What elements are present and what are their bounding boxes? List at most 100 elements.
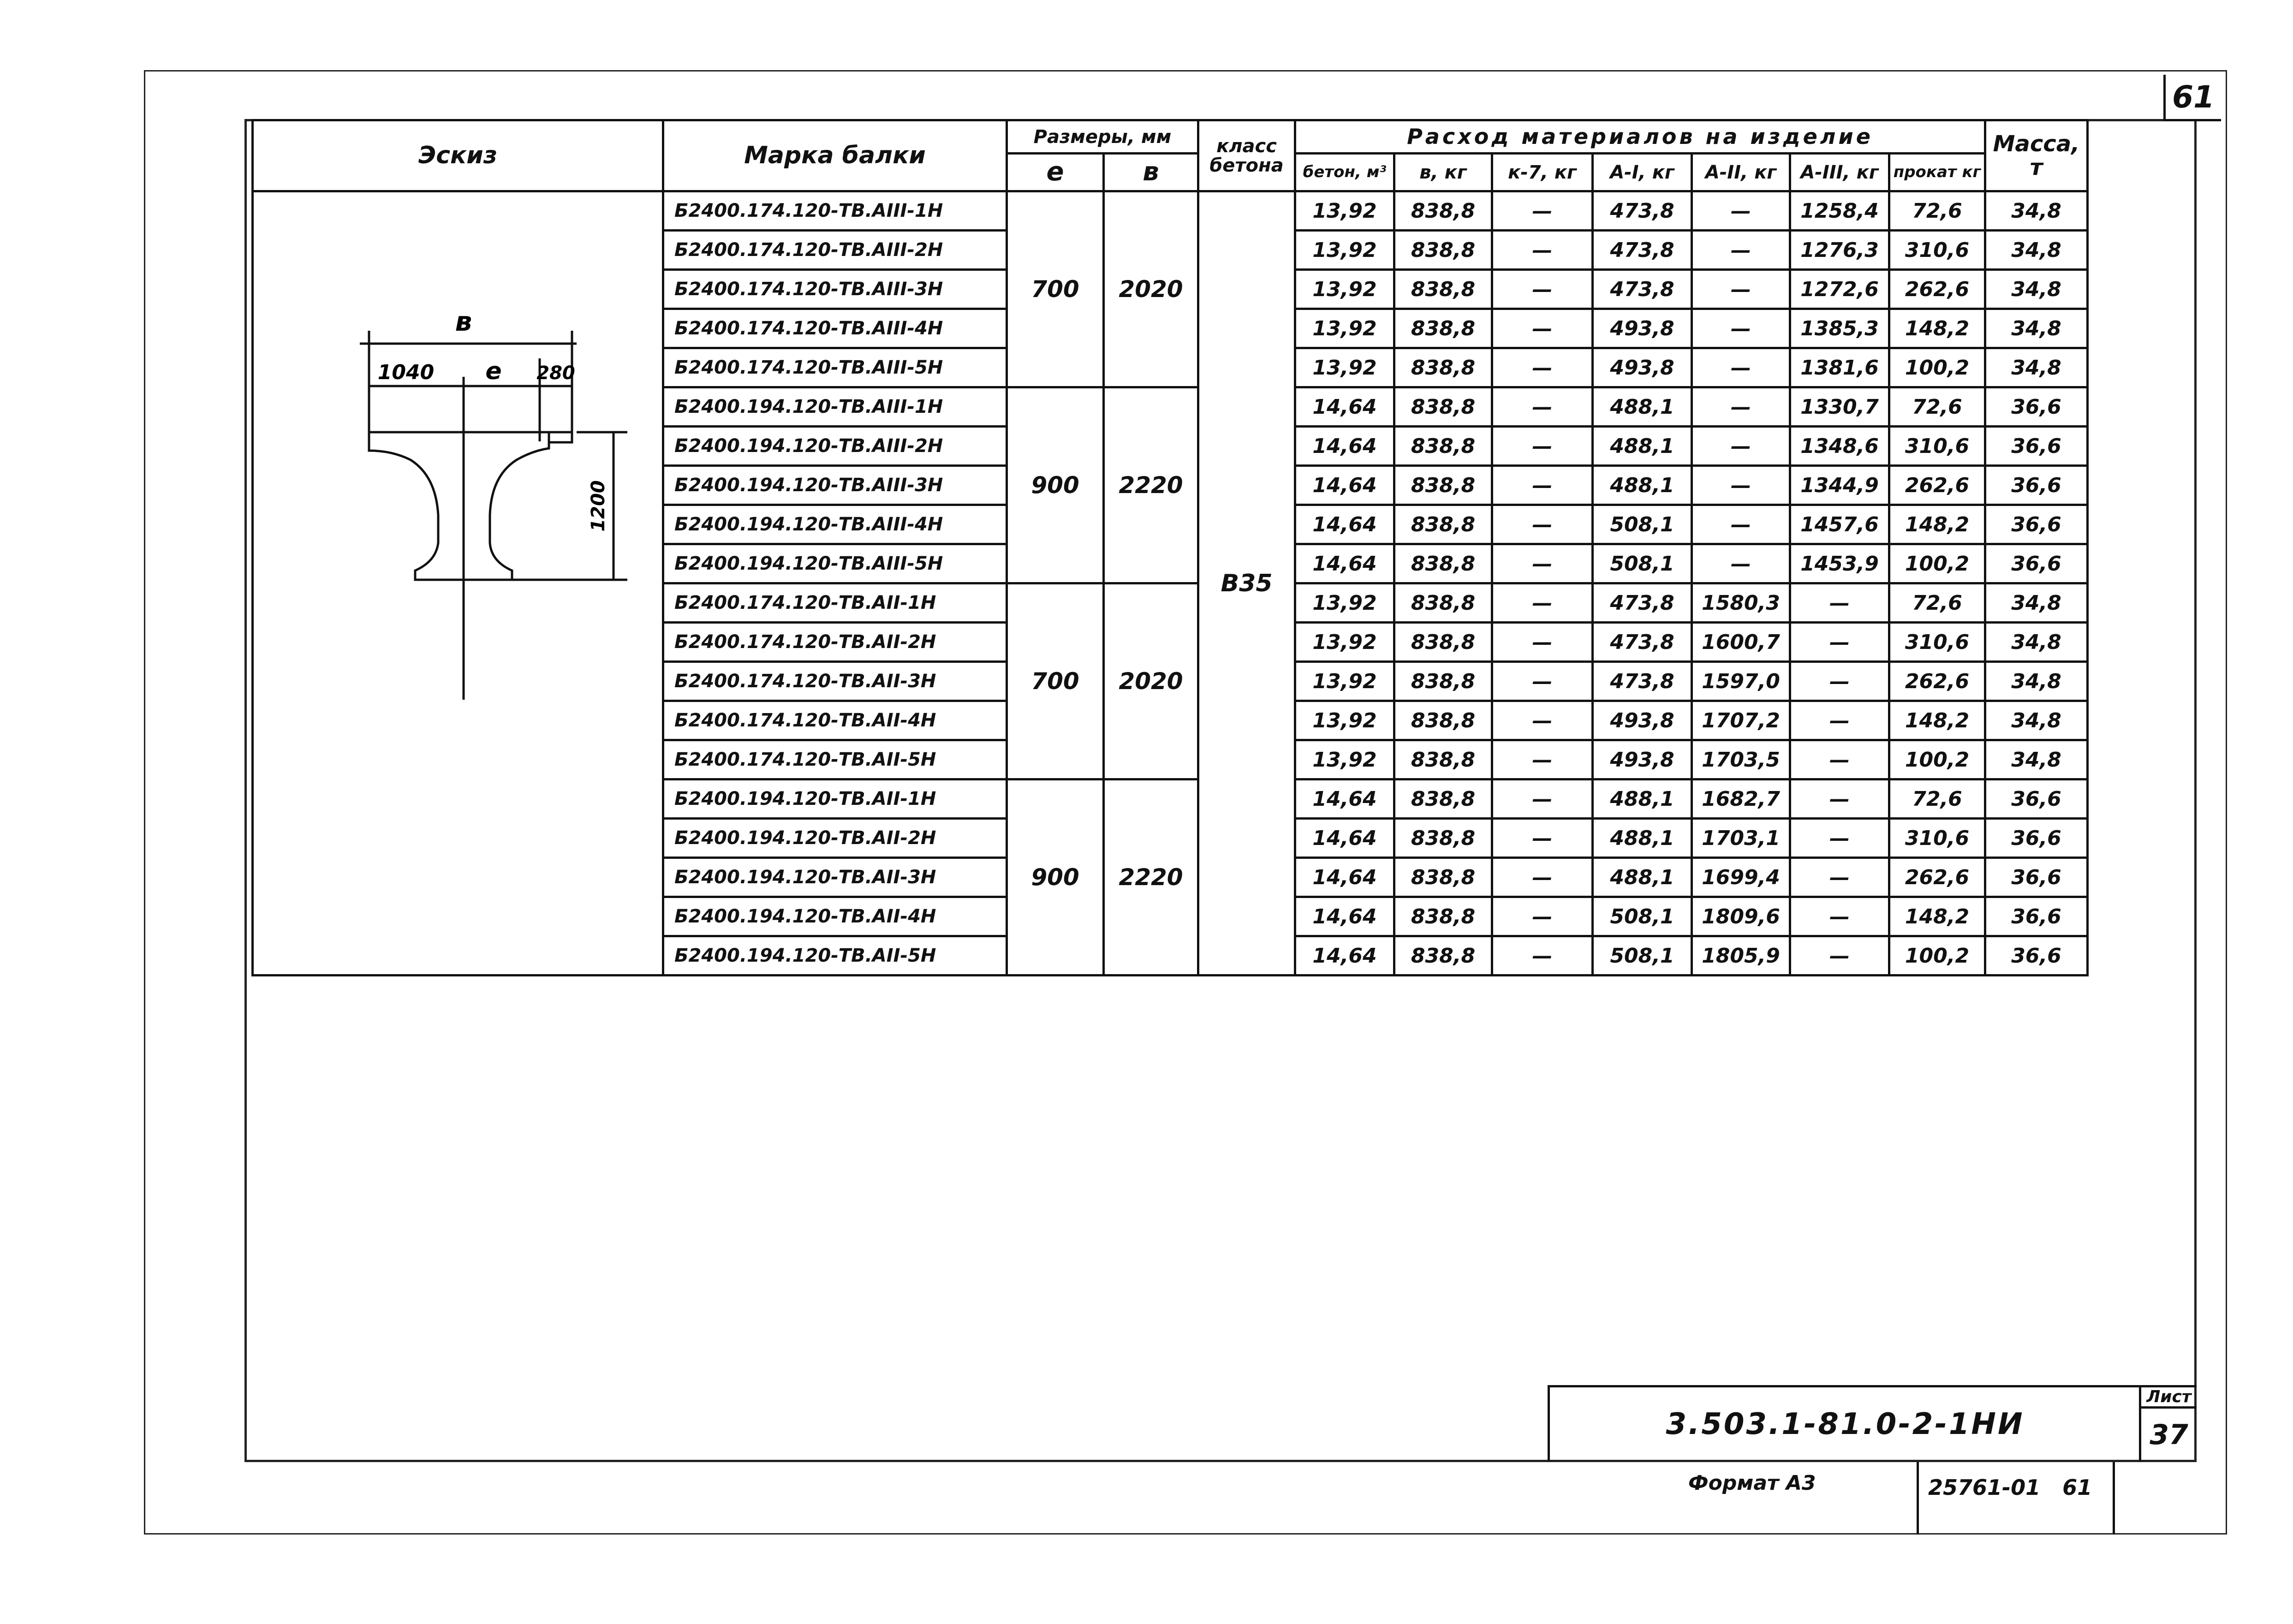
header-consumption: Расход материалов на изделие xyxy=(1294,119,1986,155)
header-b-kg: в, кг xyxy=(1393,152,1493,192)
cell-a1: 493,8 xyxy=(1591,700,1693,741)
cell-a1: 473,8 xyxy=(1591,660,1693,702)
sketch-label-b: в xyxy=(455,306,472,337)
cell-k7: — xyxy=(1491,425,1594,467)
header-concrete-class-1: класс xyxy=(1216,135,1277,157)
cell-rolled: 262,6 xyxy=(1888,857,1986,898)
concrete-class-value: В35 xyxy=(1197,190,1296,976)
cell-a3: — xyxy=(1789,621,1890,663)
doc-code: 3.503.1-81.0-2-1НИ xyxy=(1666,1407,2025,1441)
cell-mass: 34,8 xyxy=(1984,700,2089,741)
cell-a2: 1707,2 xyxy=(1691,700,1791,741)
cell-mass: 36,6 xyxy=(1984,817,2089,859)
cell-a2: 1580,3 xyxy=(1691,582,1791,624)
cell-rolled: 148,2 xyxy=(1888,504,1986,545)
stamp-doc-code: 3.503.1-81.0-2-1НИ xyxy=(1548,1385,2140,1461)
cell-mass: 34,8 xyxy=(1984,739,2089,780)
format-label: Формат А3 xyxy=(1688,1471,1816,1495)
cell-a2: — xyxy=(1691,386,1791,428)
cell-k7: — xyxy=(1491,190,1594,232)
cell-k7: — xyxy=(1491,621,1594,663)
beam-mark: Б2400.174.120-ТВ.АII-2Н xyxy=(662,621,1008,663)
cell-b: 838,8 xyxy=(1393,190,1493,232)
cell-a1: 473,8 xyxy=(1591,268,1693,310)
header-dim-e: е xyxy=(1006,152,1105,192)
cell-k7: — xyxy=(1491,347,1594,388)
cell-b: 838,8 xyxy=(1393,660,1493,702)
cell-concrete: 13,92 xyxy=(1294,190,1395,232)
cell-mass: 34,8 xyxy=(1984,190,2089,232)
cell-mass: 34,8 xyxy=(1984,660,2089,702)
cell-a1: 493,8 xyxy=(1591,347,1693,388)
cell-rolled: 262,6 xyxy=(1888,660,1986,702)
cell-a2: — xyxy=(1691,190,1791,232)
cell-a3: 1272,6 xyxy=(1789,268,1890,310)
cell-k7: — xyxy=(1491,857,1594,898)
header-sketch: Эскиз xyxy=(251,119,664,192)
cell-concrete: 14,64 xyxy=(1294,386,1395,428)
cell-rolled: 72,6 xyxy=(1888,190,1986,232)
beam-mark: Б2400.194.120-ТВ.АII-3Н xyxy=(662,857,1008,898)
beam-mark: Б2400.194.120-ТВ.АII-2Н xyxy=(662,817,1008,859)
cell-b: 838,8 xyxy=(1393,582,1493,624)
cell-a2: 1809,6 xyxy=(1691,896,1791,937)
outer-sheet-frame xyxy=(144,70,2227,1535)
cell-mass: 34,8 xyxy=(1984,347,2089,388)
cell-a1: 493,8 xyxy=(1591,308,1693,349)
cell-a3: 1453,9 xyxy=(1789,543,1890,584)
cell-rolled: 72,6 xyxy=(1888,778,1986,820)
cell-a3: — xyxy=(1789,778,1890,820)
cell-a3: — xyxy=(1789,660,1890,702)
stamp-sheet: Лист 37 xyxy=(2139,1385,2197,1461)
cell-concrete: 14,64 xyxy=(1294,504,1395,545)
cell-mass: 34,8 xyxy=(1984,308,2089,349)
cell-k7: — xyxy=(1491,778,1594,820)
cell-a2: — xyxy=(1691,347,1791,388)
cell-b: 838,8 xyxy=(1393,464,1493,506)
header-concrete-class: класс бетона xyxy=(1197,119,1296,192)
cell-concrete: 13,92 xyxy=(1294,229,1395,271)
cell-a2: — xyxy=(1691,268,1791,310)
beam-mark: Б2400.194.120-ТВ.АIII-3Н xyxy=(662,464,1008,506)
cell-rolled: 100,2 xyxy=(1888,347,1986,388)
dim-b-value: 2020 xyxy=(1102,582,1199,780)
dim-b-value: 2220 xyxy=(1102,386,1199,584)
cell-a2: 1699,4 xyxy=(1691,857,1791,898)
cell-a2: — xyxy=(1691,308,1791,349)
dim-e-value: 700 xyxy=(1006,582,1105,780)
cell-b: 838,8 xyxy=(1393,308,1493,349)
sheet-number: 37 xyxy=(2150,1419,2188,1451)
cell-mass: 34,8 xyxy=(1984,268,2089,310)
sheet-label: Лист xyxy=(2141,1387,2197,1409)
cell-b: 838,8 xyxy=(1393,386,1493,428)
cell-a3: — xyxy=(1789,739,1890,780)
cell-a1: 473,8 xyxy=(1591,190,1693,232)
cell-mass: 36,6 xyxy=(1984,935,2089,976)
header-dim-b: в xyxy=(1102,152,1199,192)
inventory-box: 25761-01 61 xyxy=(1917,1462,2115,1535)
cell-concrete: 14,64 xyxy=(1294,817,1395,859)
dim-e-value: 900 xyxy=(1006,386,1105,584)
cell-mass: 34,8 xyxy=(1984,582,2089,624)
beam-mark: Б2400.174.120-ТВ.АIII-4Н xyxy=(662,308,1008,349)
cell-rolled: 310,6 xyxy=(1888,817,1986,859)
cell-a1: 473,8 xyxy=(1591,582,1693,624)
beam-outline xyxy=(368,431,550,581)
cell-k7: — xyxy=(1491,504,1594,545)
beam-mark: Б2400.174.120-ТВ.АII-1Н xyxy=(662,582,1008,624)
cell-a3: 1348,6 xyxy=(1789,425,1890,467)
cell-a2: 1600,7 xyxy=(1691,621,1791,663)
cell-k7: — xyxy=(1491,582,1594,624)
cell-a1: 473,8 xyxy=(1591,229,1693,271)
header-mark: Марка балки xyxy=(662,119,1008,192)
